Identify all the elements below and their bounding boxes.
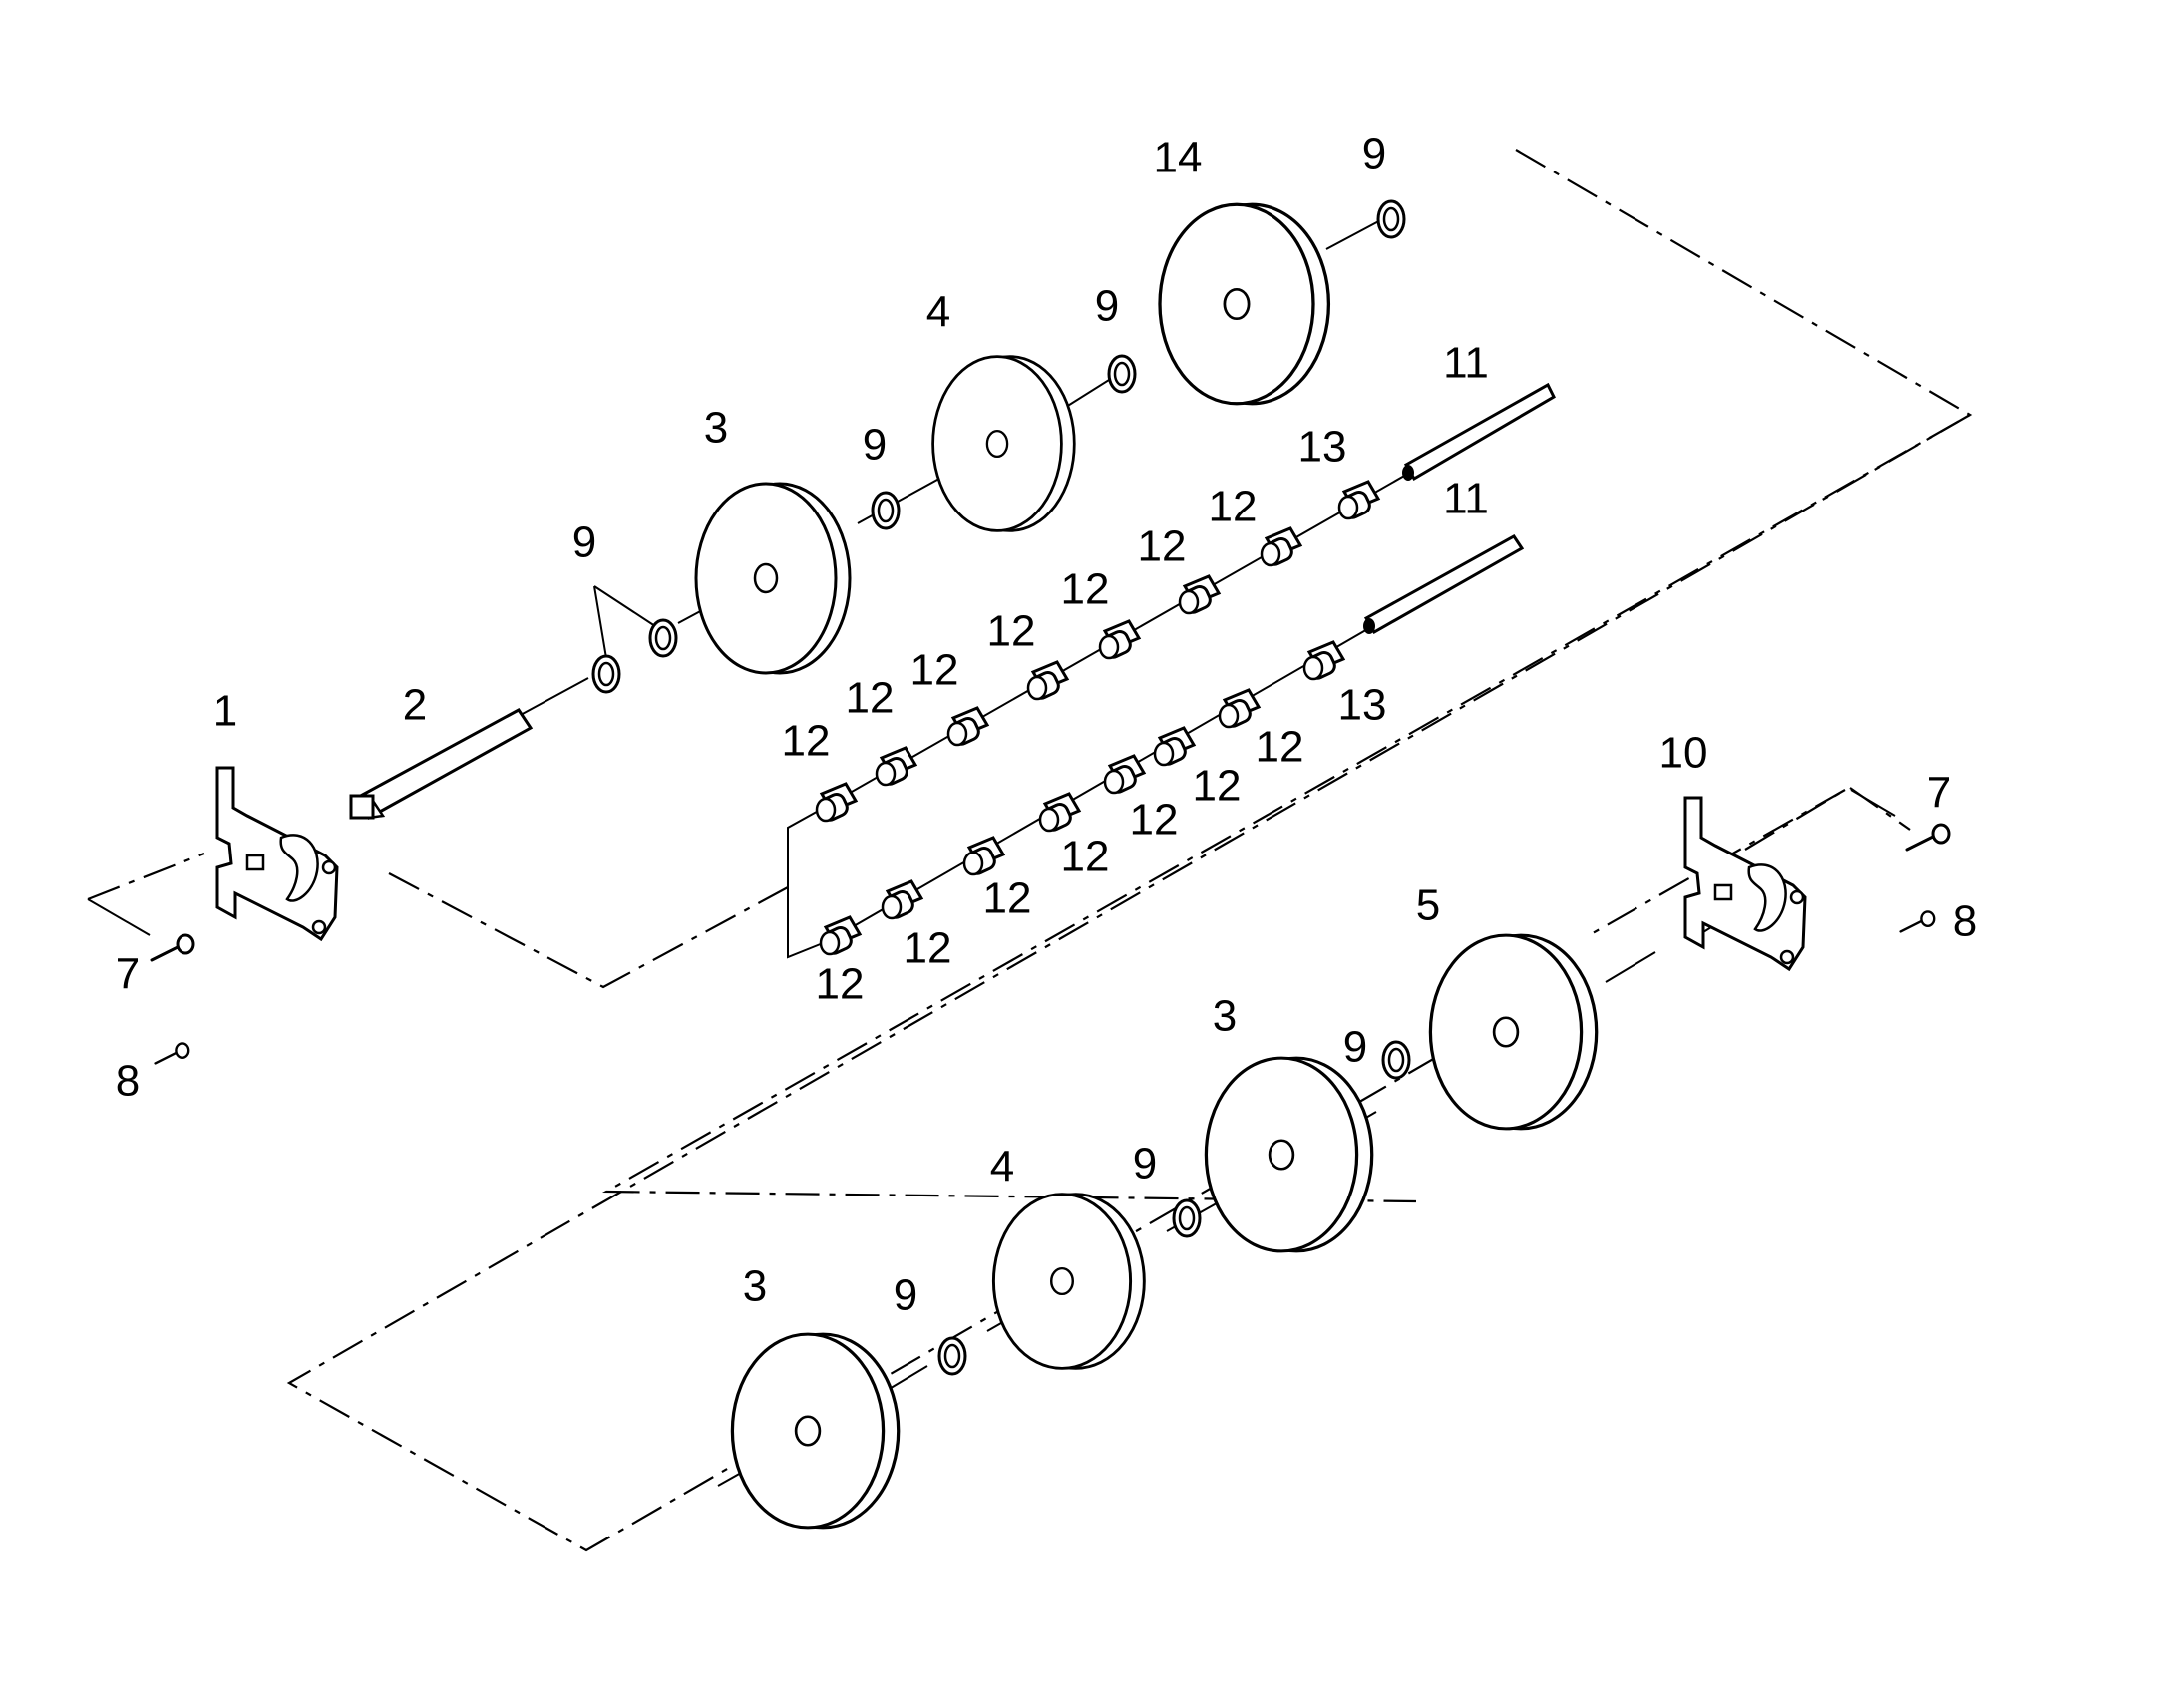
callout-12: 12 — [816, 960, 865, 1009]
callout-8: 8 — [116, 1057, 140, 1106]
callout-9: 9 — [1343, 1023, 1367, 1072]
callout-12: 12 — [846, 674, 895, 723]
callout-7: 7 — [1927, 769, 1951, 818]
assembly-outline-right — [1744, 787, 1911, 851]
side-plate-left — [215, 766, 339, 941]
callout-12: 12 — [1256, 723, 1304, 772]
roller-axis-lower — [827, 623, 1377, 942]
callout-4: 4 — [990, 1143, 1014, 1192]
rod-11-lower — [1363, 534, 1525, 635]
wheel-3-lower-left — [730, 1332, 901, 1530]
callout-12: 12 — [987, 607, 1036, 656]
callout-11: 11 — [1443, 475, 1489, 523]
callout-13: 13 — [1298, 423, 1347, 472]
wheel-4-upper — [931, 355, 1076, 532]
callout-9: 9 — [1133, 1140, 1157, 1189]
callout-7: 7 — [116, 950, 140, 999]
spacer-9-b — [648, 618, 678, 658]
spacer-leader-9 — [593, 585, 659, 659]
spacer-9-f — [1381, 1040, 1411, 1080]
screw-8-right — [1899, 910, 1936, 933]
spacer-9-a — [591, 654, 621, 694]
screw-7-left — [150, 933, 195, 962]
spacer-9-d — [1107, 354, 1137, 394]
spacer-9-g — [1172, 1198, 1202, 1238]
assembly-outline-lower — [286, 414, 1971, 1552]
callout-9: 9 — [894, 1271, 917, 1320]
screw-leader-7-left — [87, 898, 151, 936]
screw-8-left — [154, 1042, 190, 1065]
callout-13: 13 — [1338, 681, 1387, 730]
callout-8: 8 — [1953, 897, 1977, 946]
callout-9: 9 — [1362, 130, 1386, 178]
callout-12: 12 — [782, 717, 831, 766]
roller-row-bracket — [787, 807, 829, 959]
wheel-3-upper — [694, 482, 852, 675]
callout-11: 11 — [1443, 339, 1489, 388]
wheel-5 — [1428, 933, 1599, 1131]
shaft — [349, 708, 534, 821]
wheel-14 — [1158, 202, 1331, 406]
callout-12: 12 — [1209, 483, 1258, 531]
callout-12: 12 — [1061, 565, 1110, 614]
callout-12: 12 — [1061, 833, 1110, 881]
assembly-outline-upper — [87, 149, 1973, 1203]
callout-12: 12 — [910, 646, 959, 695]
screw-7-right — [1905, 823, 1951, 852]
callout-3: 3 — [1213, 992, 1237, 1041]
rod-11-upper — [1402, 382, 1556, 482]
callout-14: 14 — [1154, 134, 1203, 182]
callout-5: 5 — [1416, 881, 1440, 930]
callouts: 1 2 3 3 3 4 4 5 7 7 8 8 9 9 9 9 9 9 9 10… — [116, 130, 1977, 1320]
wheel-4-lower — [991, 1193, 1146, 1370]
callout-2: 2 — [403, 681, 427, 730]
callout-9: 9 — [572, 518, 596, 567]
callout-9: 9 — [863, 421, 887, 470]
callout-10: 10 — [1659, 729, 1708, 778]
callout-12: 12 — [1130, 796, 1179, 845]
callout-3: 3 — [743, 1262, 767, 1311]
callout-12: 12 — [1138, 522, 1187, 571]
callout-9: 9 — [1095, 282, 1119, 331]
callout-4: 4 — [926, 288, 950, 337]
callout-3: 3 — [704, 404, 728, 453]
spacer-9-e — [1376, 199, 1406, 239]
wheel-3-lower-right — [1204, 1056, 1374, 1253]
callout-12: 12 — [983, 874, 1032, 923]
screw-leader-7-right — [1850, 789, 1896, 817]
callout-12: 12 — [1193, 762, 1242, 811]
callout-12: 12 — [904, 924, 952, 973]
callout-1: 1 — [213, 687, 237, 736]
spacer-9-h — [937, 1336, 967, 1376]
spacer-9-c — [871, 491, 901, 530]
